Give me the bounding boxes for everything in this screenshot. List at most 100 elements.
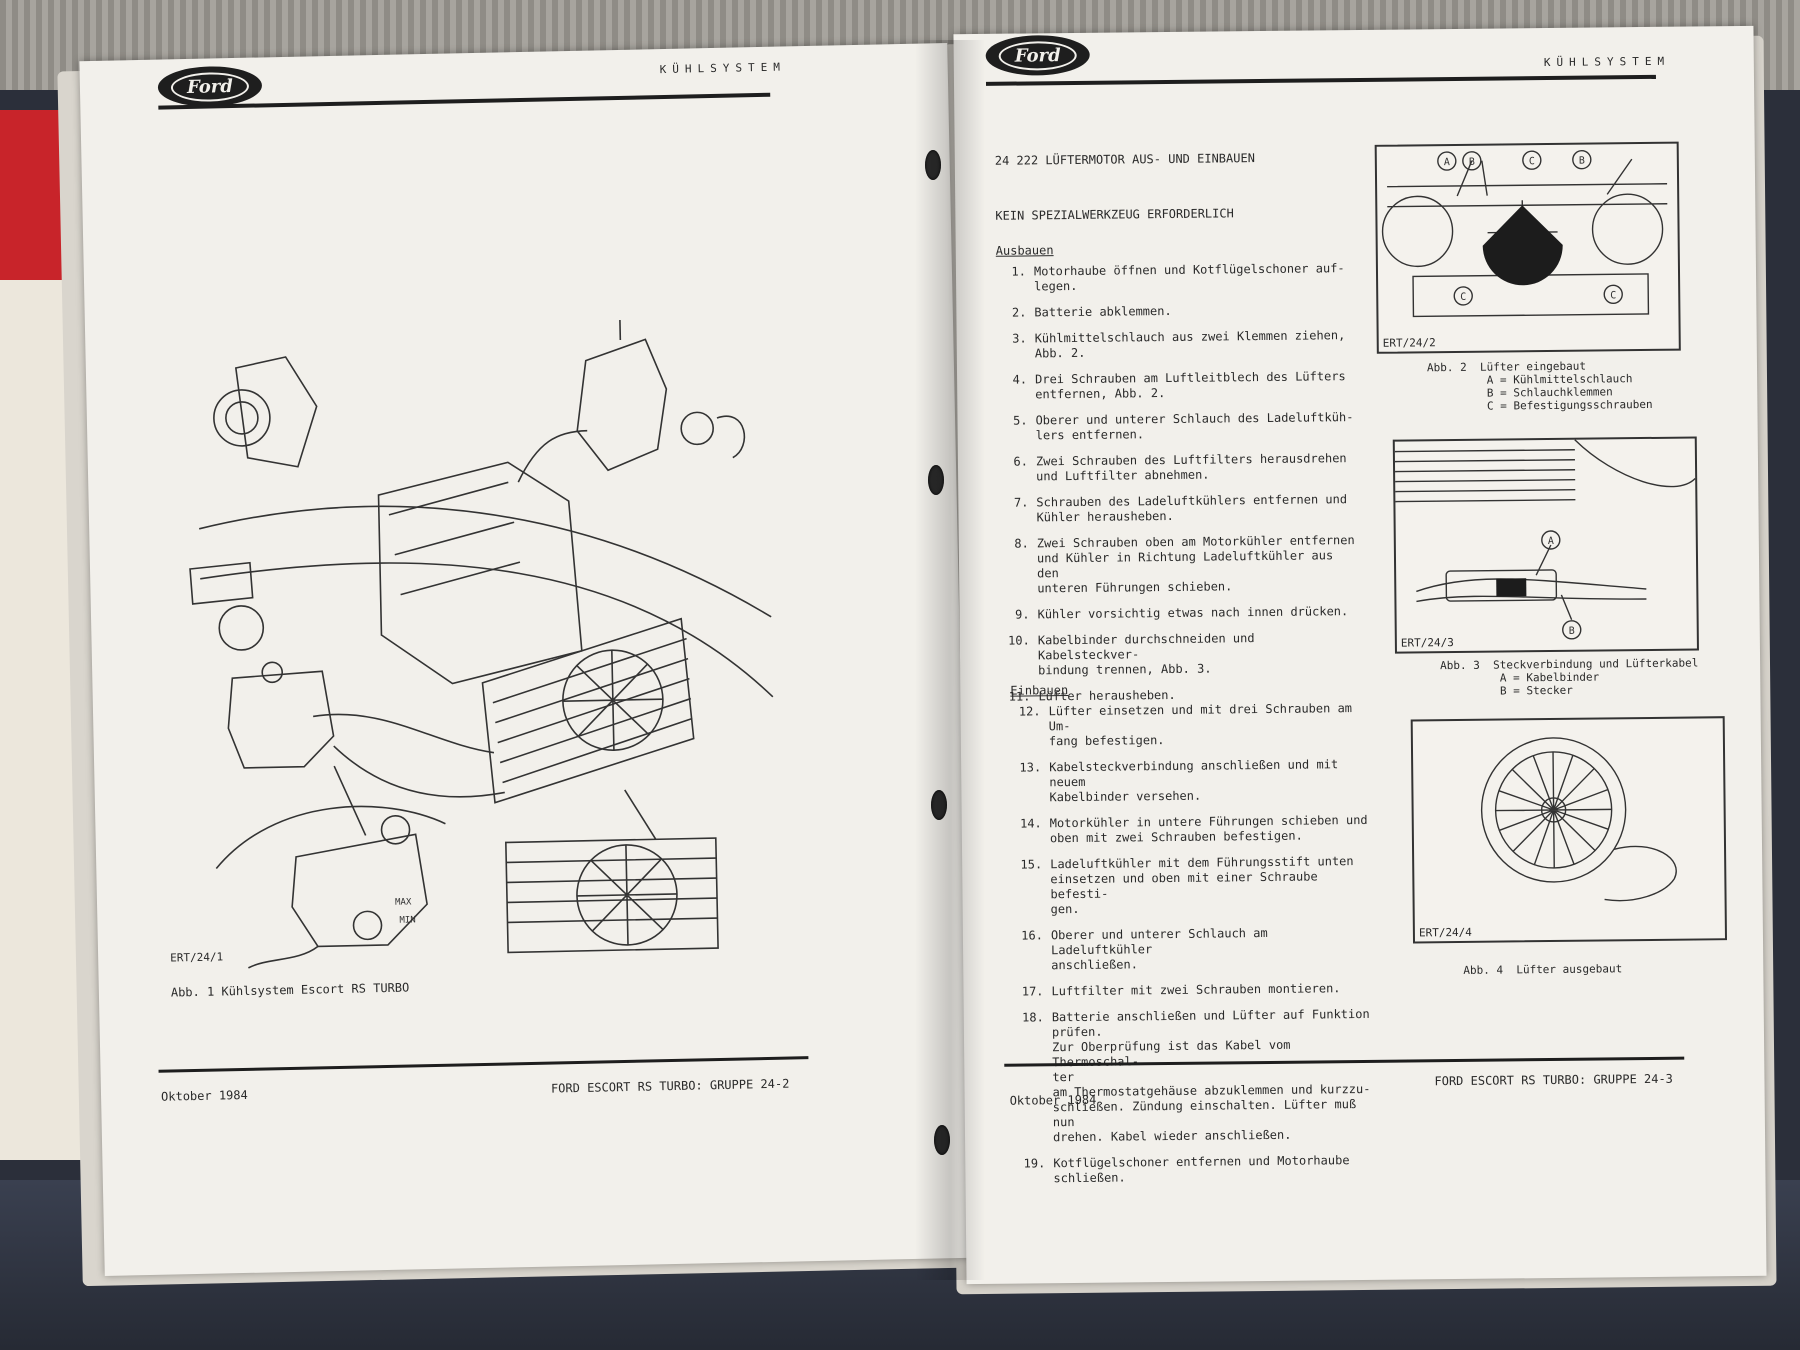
fig2-callout-c2 <box>1453 286 1473 306</box>
step-text: Oberer und unterer Schlauch am Ladeluftk… <box>1050 925 1268 973</box>
procedure-step: 17.Luftfilter mit zwei Schrauben montier… <box>1013 981 1373 1000</box>
figure-2-fan-installed: A B C B C C ERT/24/2 <box>1374 141 1681 354</box>
inset-tank-cap <box>380 814 411 845</box>
left-page: Ford KÜHLSYSTEM <box>79 43 973 1276</box>
removal-steps-list: 1.Motorhaube öffnen und Kotflügelschoner… <box>996 261 1361 705</box>
fig2-callout-b1 <box>1462 151 1482 171</box>
thermostat-clip <box>716 415 746 459</box>
removal-section: Ausbauen 1.Motorhaube öffnen und Kotflüg… <box>996 230 1361 716</box>
procedure-step: 14. Motorkühler in untere Führungen schie… <box>1012 813 1372 847</box>
fig2-callout-c3 <box>1603 284 1623 305</box>
step-number: 14. <box>1019 816 1042 831</box>
fig3-label-a: A <box>1548 536 1554 547</box>
procedure-step: 12. Lüfter einsetzen und mit drei Schraub… <box>1011 701 1371 750</box>
battery <box>189 561 254 605</box>
fig2-right-lamp <box>1591 193 1664 265</box>
fig4-fan-blades <box>1495 751 1612 868</box>
step-number: 2. <box>1011 305 1027 320</box>
fig2-grille <box>1387 183 1668 208</box>
step-text: Kühlmittelschlauch aus zwei Klemmen zieh… <box>1034 328 1346 361</box>
step-text: Batterie abklemmen. <box>1034 303 1172 320</box>
figure-2-code: ERT/24/2 <box>1382 336 1436 350</box>
inset-tank-outlet <box>352 910 383 941</box>
inset-radiator <box>505 837 719 954</box>
engine-lines <box>388 481 521 596</box>
step-text: Motorhaube öffnen und Kotflügelschoner a… <box>1033 261 1345 294</box>
procedure-step: 5.Oberer und unterer Schlauch des Ladelu… <box>997 410 1357 444</box>
procedure-step: 18.Batterie anschließen und Lüfter auf F… <box>1014 1007 1375 1146</box>
step-number: 9. <box>1015 607 1030 622</box>
fig2-label-c3: C <box>1610 290 1616 301</box>
procedure-title: 24 222 LÜFTERMOTOR AUS- UND EINBAUEN <box>994 151 1255 168</box>
figure-3-connector: A B ERT/24/3 <box>1392 436 1699 654</box>
step-number: 10. <box>1008 633 1030 648</box>
tank-min-label: MIN <box>399 915 415 925</box>
figure-4-caption: Abb. 4 Lüfter ausgebaut <box>1463 962 1623 977</box>
procedure-step: 16. Oberer und unterer Schlauch am Ladelu… <box>1013 925 1373 974</box>
fig2-callout-c1 <box>1522 150 1542 170</box>
water-pump-pulley <box>213 389 271 447</box>
fig2-fan-blades <box>1482 205 1563 286</box>
step-text: Kühler vorsichtig etwas nach innen drück… <box>1037 604 1349 622</box>
fig3-leader-a <box>1535 544 1552 576</box>
fig2-label-b2: B <box>1579 156 1585 167</box>
fig2-callout-a <box>1437 151 1457 171</box>
step-number: 19. <box>1023 1156 1046 1171</box>
procedure-step: 7.Schrauben des Ladeluftkühlers entferne… <box>998 492 1358 526</box>
ford-logo: Ford <box>157 65 263 108</box>
fig3-callout-a <box>1541 530 1561 550</box>
fig3-connector-body <box>1445 569 1558 602</box>
removal-heading: Ausbauen <box>995 243 1054 258</box>
install-section: Einbauen 12. Lüfter einsetzen und mit dre… <box>1010 670 1375 1198</box>
step-text: Batterie anschließen und Lüfter auf Funk… <box>1051 1006 1371 1145</box>
fig2-label-c1: C <box>1529 156 1535 167</box>
install-steps-list: 12. Lüfter einsetzen und mit drei Schraub… <box>1011 701 1376 1187</box>
coolant-hose-2 <box>333 745 505 798</box>
ford-logo-right-text: Ford <box>998 40 1077 71</box>
step-text: Lüfter einsetzen und mit drei Schrauben … <box>1048 701 1353 749</box>
fig3-plug <box>1496 578 1527 597</box>
figure-4-fan-removed: ERT/24/4 <box>1410 716 1728 944</box>
step-number: 15. <box>1020 857 1043 872</box>
procedure-subtitle: KEIN SPEZIALWERKZEUG ERFORDERLICH <box>995 206 1234 223</box>
binder-hole-1 <box>925 150 941 180</box>
step-text: Zwei Schrauben des Luftfilters herausdre… <box>1035 451 1347 484</box>
left-footer-ref: FORD ESCORT RS TURBO: GRUPPE 24-2 <box>550 1076 790 1096</box>
step-text: Luftfilter mit zwei Schrauben montieren. <box>1051 981 1341 999</box>
fig3-shroud <box>1574 439 1696 488</box>
leader-tank <box>333 765 367 836</box>
procedure-step: 3. Kühlmittelschlauch aus zwei Klemmen zi… <box>997 328 1357 362</box>
fig3-callout-b <box>1562 620 1582 640</box>
inset-fan-spokes <box>576 844 677 945</box>
upper-hose <box>517 429 588 483</box>
fig4-fan-cable <box>1604 845 1677 902</box>
fig3-label-b: B <box>1569 626 1575 637</box>
figure-4-drawing <box>1480 737 1677 902</box>
step-number: 12. <box>1018 704 1041 719</box>
right-section-title: KÜHLSYSTEM <box>1543 54 1671 70</box>
step-text: Motorkühler in untere Führungen schieben… <box>1049 812 1368 846</box>
step-text: Ladeluftkühler mit dem Führungsstift unt… <box>1050 854 1354 917</box>
install-heading: Einbauen <box>1010 683 1069 698</box>
figure-1-caption: Abb. 1 Kühlsystem Escort RS TURBO <box>170 980 410 1000</box>
fig2-leaders <box>1456 158 1633 197</box>
coolant-hose-1 <box>313 713 495 754</box>
step-text: Oberer und unterer Schlauch des Ladeluft… <box>1035 410 1354 443</box>
fig2-label-c2: C <box>1460 292 1466 303</box>
water-pump-hub <box>225 401 259 435</box>
radiator <box>481 617 695 804</box>
step-number: 16. <box>1021 928 1043 943</box>
procedure-step: 6.Zwei Schrauben des Luftfilters herausd… <box>998 451 1358 485</box>
body-outline-2 <box>200 562 774 698</box>
figure-3-drawing: A B <box>1394 439 1696 640</box>
step-text: Schrauben des Ladeluftkühlers entfernen … <box>1036 492 1348 525</box>
procedure-step: 15. Ladeluftkühler mit dem Führungsstift … <box>1012 854 1373 918</box>
step-number: 8. <box>1014 536 1029 551</box>
step-number: 3. <box>1012 331 1027 346</box>
figure-3-caption: Abb. 3 Steckverbindung und Lüfterkabel A… <box>1440 656 1699 699</box>
binder-hole-3 <box>931 790 947 820</box>
book-spine-shadow <box>915 40 985 1280</box>
water-pump-housing <box>234 356 318 468</box>
fig2-left-lamp <box>1381 195 1454 268</box>
step-text: Drei Schrauben am Luftleitblech des Lüft… <box>1035 369 1346 402</box>
